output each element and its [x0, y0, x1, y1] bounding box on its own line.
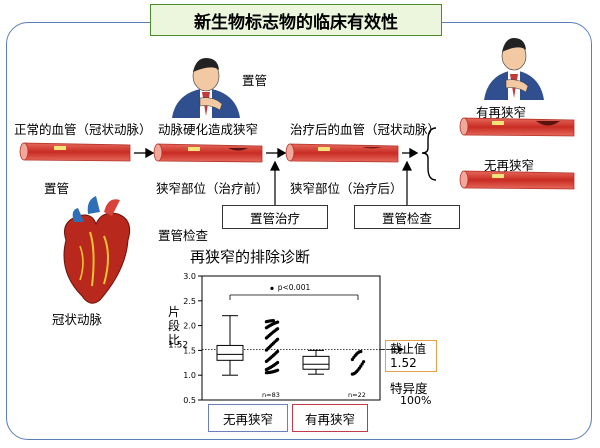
- y-tick-label: 1.0: [183, 371, 196, 380]
- label-normal-vessel: 正常的血管（冠状动脉）: [14, 122, 152, 137]
- y-axis-label: 段: [168, 318, 180, 333]
- label-restenosis: 有再狭窄: [476, 105, 527, 120]
- label-stenosis-before: 狭窄部位（治疗前）: [156, 181, 269, 196]
- flow-arrows: [134, 147, 419, 159]
- specificity-value: 100%: [400, 394, 432, 407]
- y-tick-label: 2.5: [183, 297, 196, 306]
- connector-arrows: [270, 160, 412, 205]
- box-stent-exam-text: 置管检查: [381, 210, 432, 226]
- restenosis-vessel-image: [459, 117, 575, 137]
- label-stent-top: 置管: [242, 73, 268, 88]
- p-value-label: p<0.001: [278, 283, 311, 292]
- data-point: [276, 327, 280, 331]
- box-iqr: [216, 344, 244, 361]
- heart-image: [63, 196, 131, 304]
- box-stent-treatment: 置管治疗: [222, 205, 328, 229]
- label-no-restenosis: 无再狭窄: [484, 158, 535, 173]
- y-axis-label: 比: [168, 333, 180, 347]
- group-label-restenosis: 有再狭窄: [292, 404, 368, 432]
- page-title-text: 新生物标志物的临床有效性: [194, 12, 398, 33]
- specificity-label: 特异度: [390, 381, 428, 396]
- box-iqr: [302, 355, 330, 370]
- cutoff-box-title: 截止值: [390, 342, 427, 356]
- box-stent-exam: 置管检查: [354, 205, 460, 229]
- group-label-no-restenosis-text: 无再狭窄: [222, 411, 273, 427]
- page-title: 新生物标志物的临床有效性: [150, 4, 442, 36]
- y-axis-label: 片: [168, 305, 180, 319]
- treated-vessel-image: [285, 143, 399, 163]
- stenotic-vessel-image: [153, 143, 263, 163]
- label-stent-exam-left: 置管检查: [158, 228, 209, 243]
- group-label-no-restenosis: 无再狭窄: [208, 404, 288, 432]
- group-label-restenosis-text: 有再狭窄: [304, 411, 355, 427]
- data-point: [276, 320, 280, 324]
- cutoff-box-value: 1.52: [390, 356, 417, 370]
- chart-title: 再狭窄的排除诊断: [190, 248, 311, 266]
- data-point: [362, 360, 366, 364]
- cutoff-arrow-head: [398, 346, 404, 353]
- data-point: [359, 349, 363, 354]
- label-stenosis-after: 狭窄部位（治疗后）: [290, 181, 403, 196]
- label-treated-vessel: 治疗后的血管（冠状动脉）: [290, 122, 441, 137]
- label-atherosclerosis: 动脉硬化造成狭窄: [158, 122, 259, 137]
- person-chest-pain-image: [172, 58, 240, 118]
- data-point: [276, 349, 280, 354]
- data-point: [271, 319, 275, 323]
- y-tick-label: 1.5: [183, 346, 196, 355]
- group-n-label: n=22: [348, 391, 366, 399]
- cutoff-box: 截止值 1.52: [385, 340, 437, 372]
- person-restenosis-image: [484, 38, 544, 100]
- plot-frame: [201, 275, 381, 401]
- y-tick-label: 3.0: [183, 272, 196, 281]
- data-point: [276, 368, 280, 372]
- data-point: [276, 360, 280, 365]
- data-point: [276, 337, 280, 341]
- y-tick-label: 0.5: [183, 396, 196, 405]
- group-n-label: n=83: [262, 391, 280, 399]
- label-stent-bottom: 置管: [44, 181, 70, 196]
- normal-vessel-image: [19, 142, 131, 162]
- cutoff-value-label: 1.52: [168, 340, 188, 350]
- no-restenosis-vessel-image: [459, 170, 575, 190]
- box-stent-treatment-text: 置管治疗: [249, 210, 300, 226]
- branch-brace: [421, 127, 437, 181]
- label-coronary-artery: 冠状动脉: [52, 312, 103, 327]
- y-tick-label: 2.0: [183, 322, 196, 331]
- data-point-outlier: [270, 286, 274, 290]
